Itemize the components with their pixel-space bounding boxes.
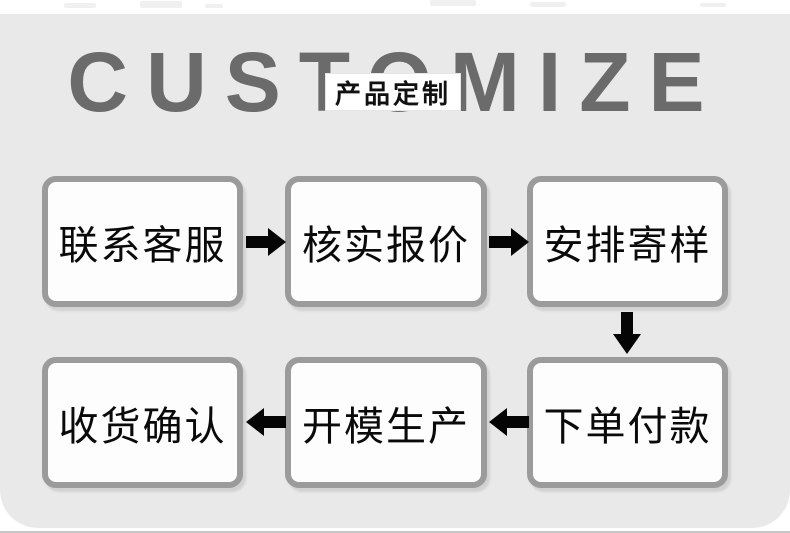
step-box-contact-service: 联系客服 <box>42 176 243 307</box>
step-box-verify-quote: 核实报价 <box>285 176 487 307</box>
top-edge-artifact <box>530 2 566 7</box>
top-edge-artifact <box>64 3 96 8</box>
arrow-left-icon <box>489 408 529 436</box>
top-edge-artifact <box>700 3 726 7</box>
product-customize-badge: 产品定制 <box>325 73 461 111</box>
step-label: 核实报价 <box>302 222 470 268</box>
arrow-right-icon <box>246 228 286 256</box>
step-box-arrange-sample: 安排寄样 <box>527 176 728 307</box>
top-edge-artifact <box>430 0 476 6</box>
step-label: 联系客服 <box>58 222 227 268</box>
product-customize-badge-label: 产品定制 <box>334 78 451 109</box>
step-box-order-payment: 下单付款 <box>527 357 728 488</box>
step-label: 开模生产 <box>302 403 470 449</box>
arrow-right-icon <box>489 228 529 256</box>
step-label: 收货确认 <box>58 403 227 449</box>
top-edge-artifact <box>205 4 223 8</box>
arrow-down-icon <box>613 312 641 354</box>
top-edge-artifact <box>140 1 182 8</box>
arrow-left-icon <box>246 408 286 436</box>
step-label: 安排寄样 <box>543 222 712 268</box>
bottom-edge-line <box>0 531 790 533</box>
step-label: 下单付款 <box>543 403 712 449</box>
step-box-mold-production: 开模生产 <box>285 357 487 488</box>
step-box-receipt-confirm: 收货确认 <box>42 357 243 488</box>
